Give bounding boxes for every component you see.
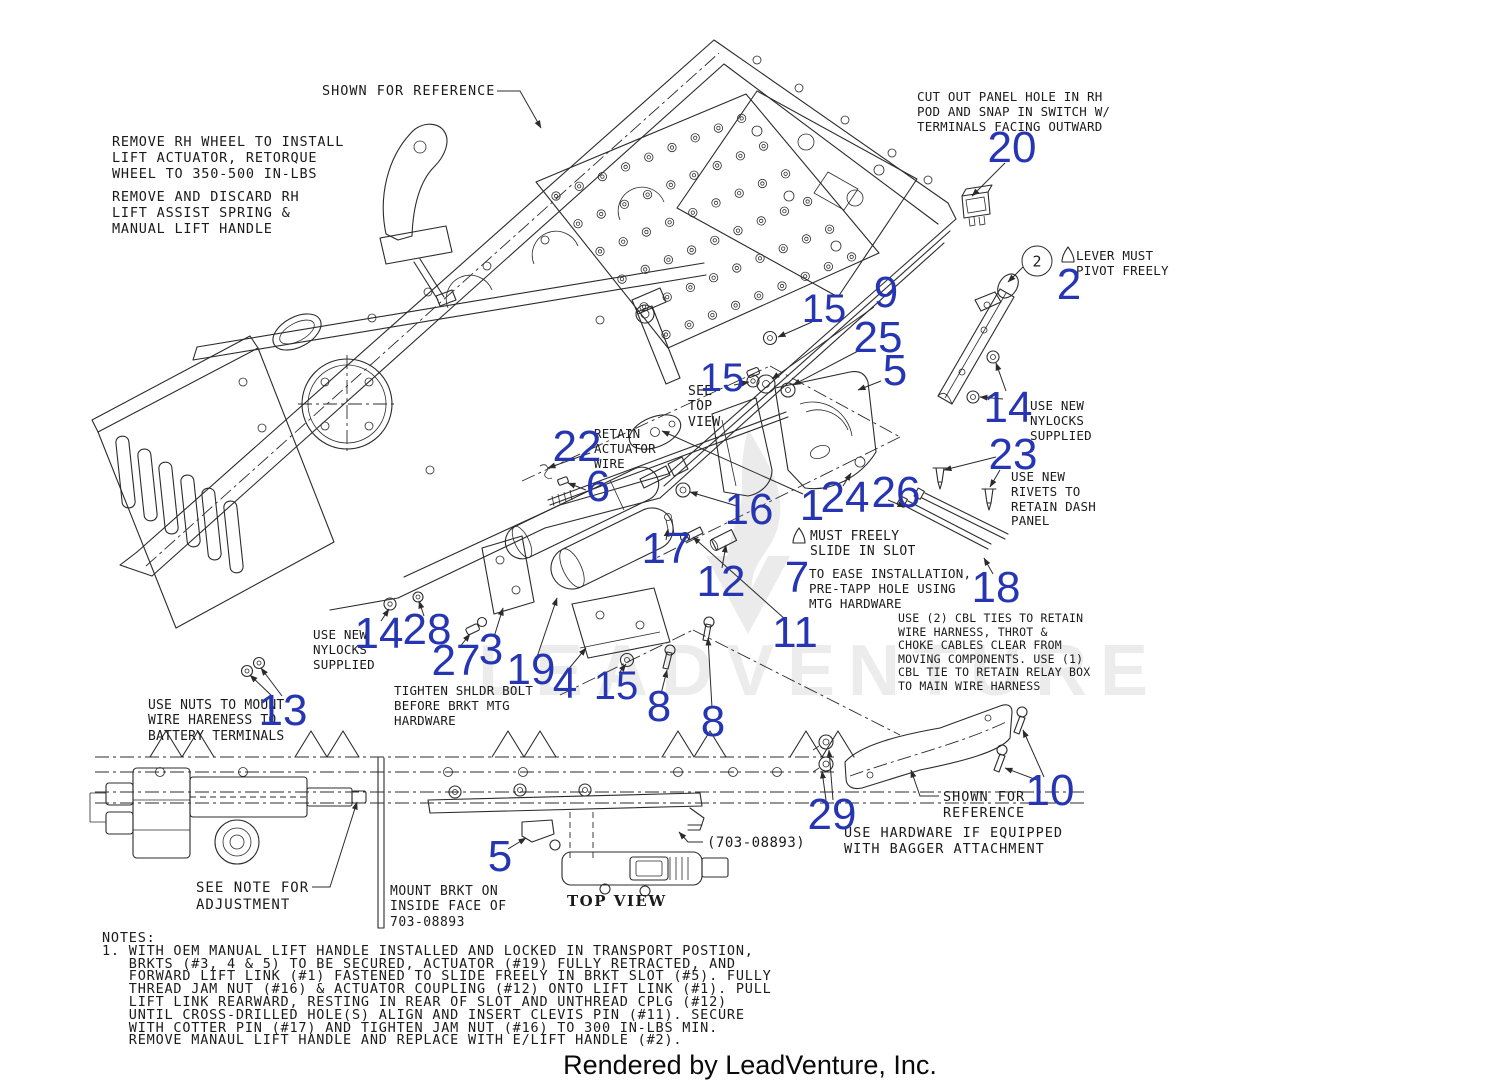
- callout-20[interactable]: 20: [987, 123, 1037, 172]
- callout-7[interactable]: 7: [784, 553, 810, 602]
- callout-26[interactable]: 26: [871, 468, 921, 517]
- note-shown-for-reference-top: SHOWN FOR REFERENCE: [322, 83, 496, 99]
- callout-9[interactable]: 9: [873, 268, 899, 317]
- leadventure-watermark: LEADVENTURE: [478, 631, 1162, 711]
- callout-28[interactable]: 28: [402, 605, 452, 654]
- reference-bubble-2: 2: [1021, 245, 1053, 277]
- callout-19[interactable]: 19: [506, 645, 556, 694]
- callout-22[interactable]: 22: [552, 422, 602, 471]
- callout-5[interactable]: 5: [487, 832, 513, 881]
- callout-15[interactable]: 15: [801, 287, 847, 331]
- callout-15[interactable]: 15: [593, 664, 639, 708]
- callout-5[interactable]: 5: [882, 346, 908, 395]
- callout-8[interactable]: 8: [646, 682, 672, 731]
- callout-16[interactable]: 16: [724, 485, 774, 534]
- deck-frame-drawing: [91, 39, 957, 736]
- side-view-drawing: [89, 730, 1085, 929]
- callout-4[interactable]: 4: [552, 659, 578, 708]
- callout-15[interactable]: 15: [699, 356, 745, 400]
- callout-27[interactable]: 27: [431, 636, 481, 685]
- callout-13[interactable]: 13: [258, 686, 308, 735]
- callout-18[interactable]: 18: [971, 563, 1021, 612]
- rendered-by-footer: Rendered by LeadVenture, Inc.: [563, 1050, 937, 1080]
- actuator-assembly-drawing: [240, 330, 877, 678]
- cable-ties-drawing: [896, 487, 1009, 550]
- callout-14[interactable]: 14: [983, 383, 1033, 432]
- lever-assembly-drawing: [937, 273, 1019, 405]
- note-to-ease-installation: TO EASE INSTALLATION,PRE-TAPP HOLE USING…: [809, 566, 972, 611]
- callout-10[interactable]: 10: [1025, 766, 1075, 815]
- callout-25[interactable]: 25: [853, 313, 903, 362]
- callout-12[interactable]: 12: [696, 557, 746, 606]
- note-top-view-label: TOP VIEW: [567, 892, 667, 910]
- callout-3[interactable]: 3: [478, 625, 504, 674]
- callout-11[interactable]: 11: [772, 608, 818, 657]
- note-notes: NOTES:1. WITH OEM MANUAL LIFT HANDLE INS…: [102, 930, 772, 1049]
- pivot-freely-flag-icon: [1061, 246, 1075, 263]
- callout-1[interactable]: 1: [799, 481, 825, 530]
- watermark-flame-logo: [706, 428, 790, 634]
- note-part-703-08893: (703-08893): [707, 835, 806, 851]
- callout-24[interactable]: 24: [820, 473, 870, 522]
- callout-6[interactable]: 6: [585, 462, 611, 511]
- slide-in-slot-flag-icon: [792, 527, 806, 544]
- callout-8[interactable]: 8: [700, 697, 726, 746]
- leader-lines: [249, 90, 1045, 888]
- callout-14[interactable]: 14: [354, 609, 404, 658]
- callout-29[interactable]: 29: [807, 790, 857, 839]
- callout-17[interactable]: 17: [641, 524, 691, 573]
- callout-2[interactable]: 2: [1056, 260, 1082, 309]
- rivets-drawing: [932, 467, 997, 511]
- callout-23[interactable]: 23: [988, 430, 1038, 479]
- bagger-bracket-drawing: [812, 704, 1028, 790]
